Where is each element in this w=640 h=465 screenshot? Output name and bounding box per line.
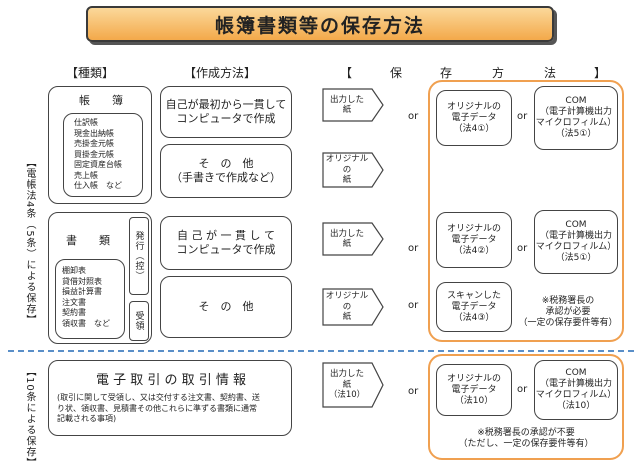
storage-com-law5-2: COM （電子計算機出力 マイクロフィルム） （法5①） bbox=[534, 210, 618, 274]
electronic-transaction-box: 電 子 取 引 の 取 引 情 報 (取引に関して受領し、又は交付する注文書、契… bbox=[48, 360, 292, 436]
issue-label-box: 発行（控） bbox=[129, 217, 149, 295]
header-storage-char-3: 方 bbox=[492, 66, 505, 80]
books-group: 帳 簿 仕訳帳 現金出納帳 売掛金元帳 買掛金元帳 固定資産台帳 売上帳 仕入帳… bbox=[48, 86, 152, 204]
electronic-description: (取引に関して受領し、又は交付する注文書、契約書、送 り状、領収書、見積書その他… bbox=[57, 393, 260, 423]
header-storage-char-2: 存 bbox=[440, 66, 453, 80]
arrow-shape bbox=[322, 288, 384, 326]
method-other: そ の 他 bbox=[160, 276, 292, 338]
storage-original-data-law4-2: オリジナルの 電子データ （法4②） bbox=[436, 212, 512, 268]
arrow-original-paper-2: オリジナルの紙 bbox=[322, 288, 384, 326]
list-item: 領収書 など bbox=[62, 318, 110, 328]
documents-list: 棚卸表 貸借対照表 損益計算書 注文書 契約書 領収書 など bbox=[55, 259, 125, 339]
side-label-law10: 【10条による保存】 bbox=[24, 366, 35, 465]
storage-scanned-data-law4-3: スキャンした 電子データ （法4③） bbox=[436, 282, 512, 332]
arrow-printed-paper-1: 出力した紙 bbox=[322, 88, 384, 122]
method-other-handwritten: そ の 他 （手書きで作成など） bbox=[160, 144, 292, 198]
list-item: 仕訳帳 bbox=[74, 118, 98, 127]
electronic-title: 電 子 取 引 の 取 引 情 報 bbox=[95, 373, 247, 388]
list-item: 注文書 bbox=[62, 297, 86, 307]
or-label: or bbox=[517, 111, 528, 122]
or-label: or bbox=[517, 384, 528, 395]
header-kind: 【種類】 bbox=[66, 66, 115, 80]
or-label: or bbox=[517, 243, 528, 254]
arrow-printed-paper-2: 出力した紙 bbox=[322, 222, 384, 256]
storage-com-law10: COM （電子計算機出力 マイクロフィルム） （法10） bbox=[534, 360, 618, 420]
arrow-shape bbox=[322, 222, 384, 256]
arrow-printed-paper-law10: 出力した紙（法10） bbox=[322, 362, 384, 408]
list-item: 買掛金元帳 bbox=[74, 149, 114, 159]
diagram-title: 帳簿書類等の保存方法 bbox=[86, 6, 554, 42]
storage-original-data-law10: オリジナルの 電子データ （法10） bbox=[436, 364, 512, 416]
or-label: or bbox=[408, 111, 419, 122]
list-item: 契約書 bbox=[62, 308, 86, 317]
header-storage-close: 】 bbox=[594, 66, 607, 80]
list-item: 現金出納帳 bbox=[74, 128, 114, 138]
method-self-consistent-computer: 自 己 が 一 貫 し て コンピュータで作成 bbox=[160, 216, 292, 270]
arrow-shape bbox=[322, 362, 384, 408]
or-label: or bbox=[408, 243, 419, 254]
header-storage-char-4: 法 bbox=[544, 66, 557, 80]
header-storage-open: 【 bbox=[340, 66, 353, 80]
receive-label: 受領 bbox=[133, 311, 144, 331]
side-label-law4: 【電帳法4条（5条）による保存】 bbox=[24, 156, 35, 326]
storage-group-law10 bbox=[428, 354, 624, 460]
header-storage-char-1: 保 bbox=[390, 66, 403, 80]
header-method: 【作成方法】 bbox=[184, 66, 257, 80]
arrow-shape bbox=[322, 88, 384, 122]
section-divider bbox=[8, 350, 634, 352]
issue-label: 発行（控） bbox=[133, 231, 144, 281]
list-item: 売掛金元帳 bbox=[74, 139, 114, 148]
or-label: or bbox=[408, 300, 419, 311]
list-item: 貸借対照表 bbox=[62, 276, 102, 286]
books-list: 仕訳帳 現金出納帳 売掛金元帳 買掛金元帳 固定資産台帳 売上帳 仕入帳 など bbox=[63, 113, 143, 197]
note-approval-required: ※税務署長の 承認が必要 （一定の保存要件等有） bbox=[518, 295, 618, 328]
arrow-original-paper-1: オリジナルの紙 bbox=[322, 152, 384, 188]
storage-group-law4 bbox=[428, 80, 624, 342]
list-item: 売上帳 bbox=[74, 170, 98, 180]
list-item: 固定資産台帳 bbox=[74, 160, 122, 169]
list-item: 損益計算書 bbox=[62, 287, 102, 296]
books-title: 帳 簿 bbox=[79, 94, 123, 107]
list-item: 仕入帳 など bbox=[74, 181, 122, 190]
receive-label-box: 受領 bbox=[129, 301, 149, 341]
documents-group: 書 類 棚卸表 貸借対照表 損益計算書 注文書 契約書 領収書 など 発行（控）… bbox=[48, 212, 152, 344]
documents-title: 書 類 bbox=[66, 234, 110, 247]
storage-original-data-law4-1: オリジナルの 電子データ （法4①） bbox=[436, 90, 512, 146]
or-label: or bbox=[408, 386, 419, 397]
list-item: 棚卸表 bbox=[62, 266, 86, 275]
note-approval-not-required: ※税務署長の承認が不要 （ただし、一定の保存要件等有） bbox=[458, 428, 594, 449]
arrow-shape bbox=[322, 152, 384, 188]
storage-com-law5-1: COM （電子計算機出力 マイクロフィルム） （法5①） bbox=[534, 86, 618, 150]
method-consistent-computer: 自己が最初から一貫して コンピュータで作成 bbox=[160, 86, 292, 138]
